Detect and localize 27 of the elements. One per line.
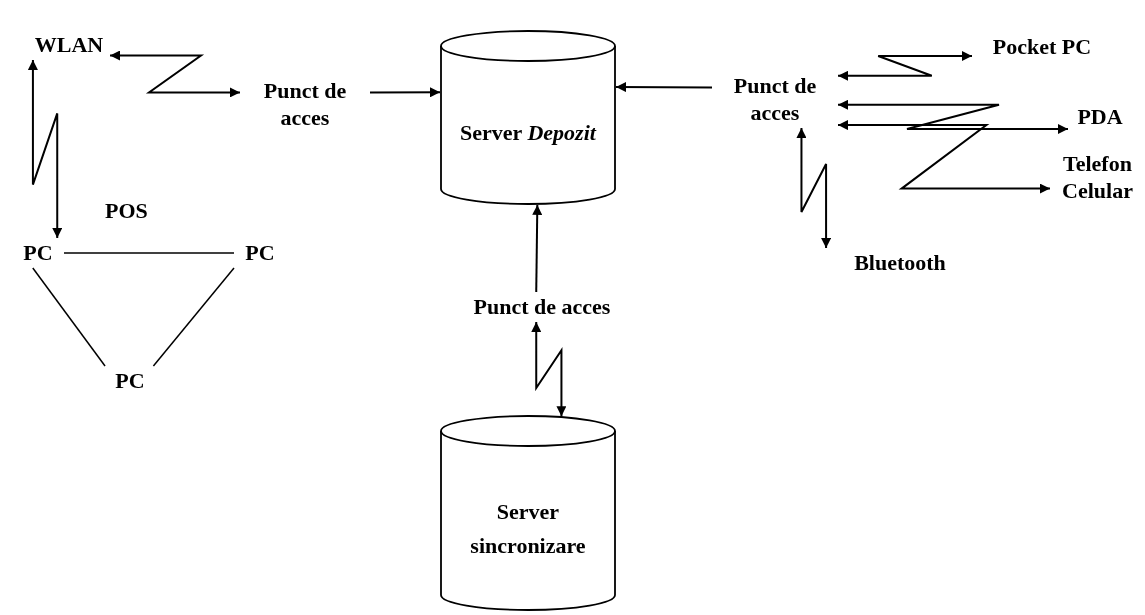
node-label: Punct de acces xyxy=(712,70,838,128)
arrow xyxy=(532,203,543,293)
connector-line xyxy=(32,267,106,367)
server-label: Server Depozit xyxy=(459,119,598,148)
wireless-link-arrow xyxy=(109,50,241,98)
wireless-link-arrow xyxy=(531,321,567,418)
server-label: Server sincronizare xyxy=(469,497,587,560)
wireless-link-arrow xyxy=(796,127,832,249)
arrow xyxy=(615,82,713,93)
group-label: POS xyxy=(105,198,148,224)
wireless-link-arrow xyxy=(837,99,1069,134)
node-label: Pocket PC xyxy=(972,32,1112,62)
wireless-link-arrow xyxy=(837,120,1051,194)
arrow xyxy=(369,87,441,98)
wireless-link-arrow xyxy=(837,51,973,81)
node-label: PC xyxy=(234,238,286,268)
node-label: Bluetooth xyxy=(812,248,988,278)
connector-line xyxy=(152,267,235,367)
wireless-link-arrow xyxy=(27,59,63,239)
node-label: PDA xyxy=(1068,102,1132,132)
node-label: PC xyxy=(104,366,156,396)
node-label: PC xyxy=(12,238,64,268)
connector-line xyxy=(63,252,235,254)
node-label: Telefon Celular xyxy=(1050,148,1145,206)
node-label: Punct de acces xyxy=(240,75,370,133)
node-label: WLAN xyxy=(28,30,110,60)
node-label: Punct de acces xyxy=(446,292,638,322)
